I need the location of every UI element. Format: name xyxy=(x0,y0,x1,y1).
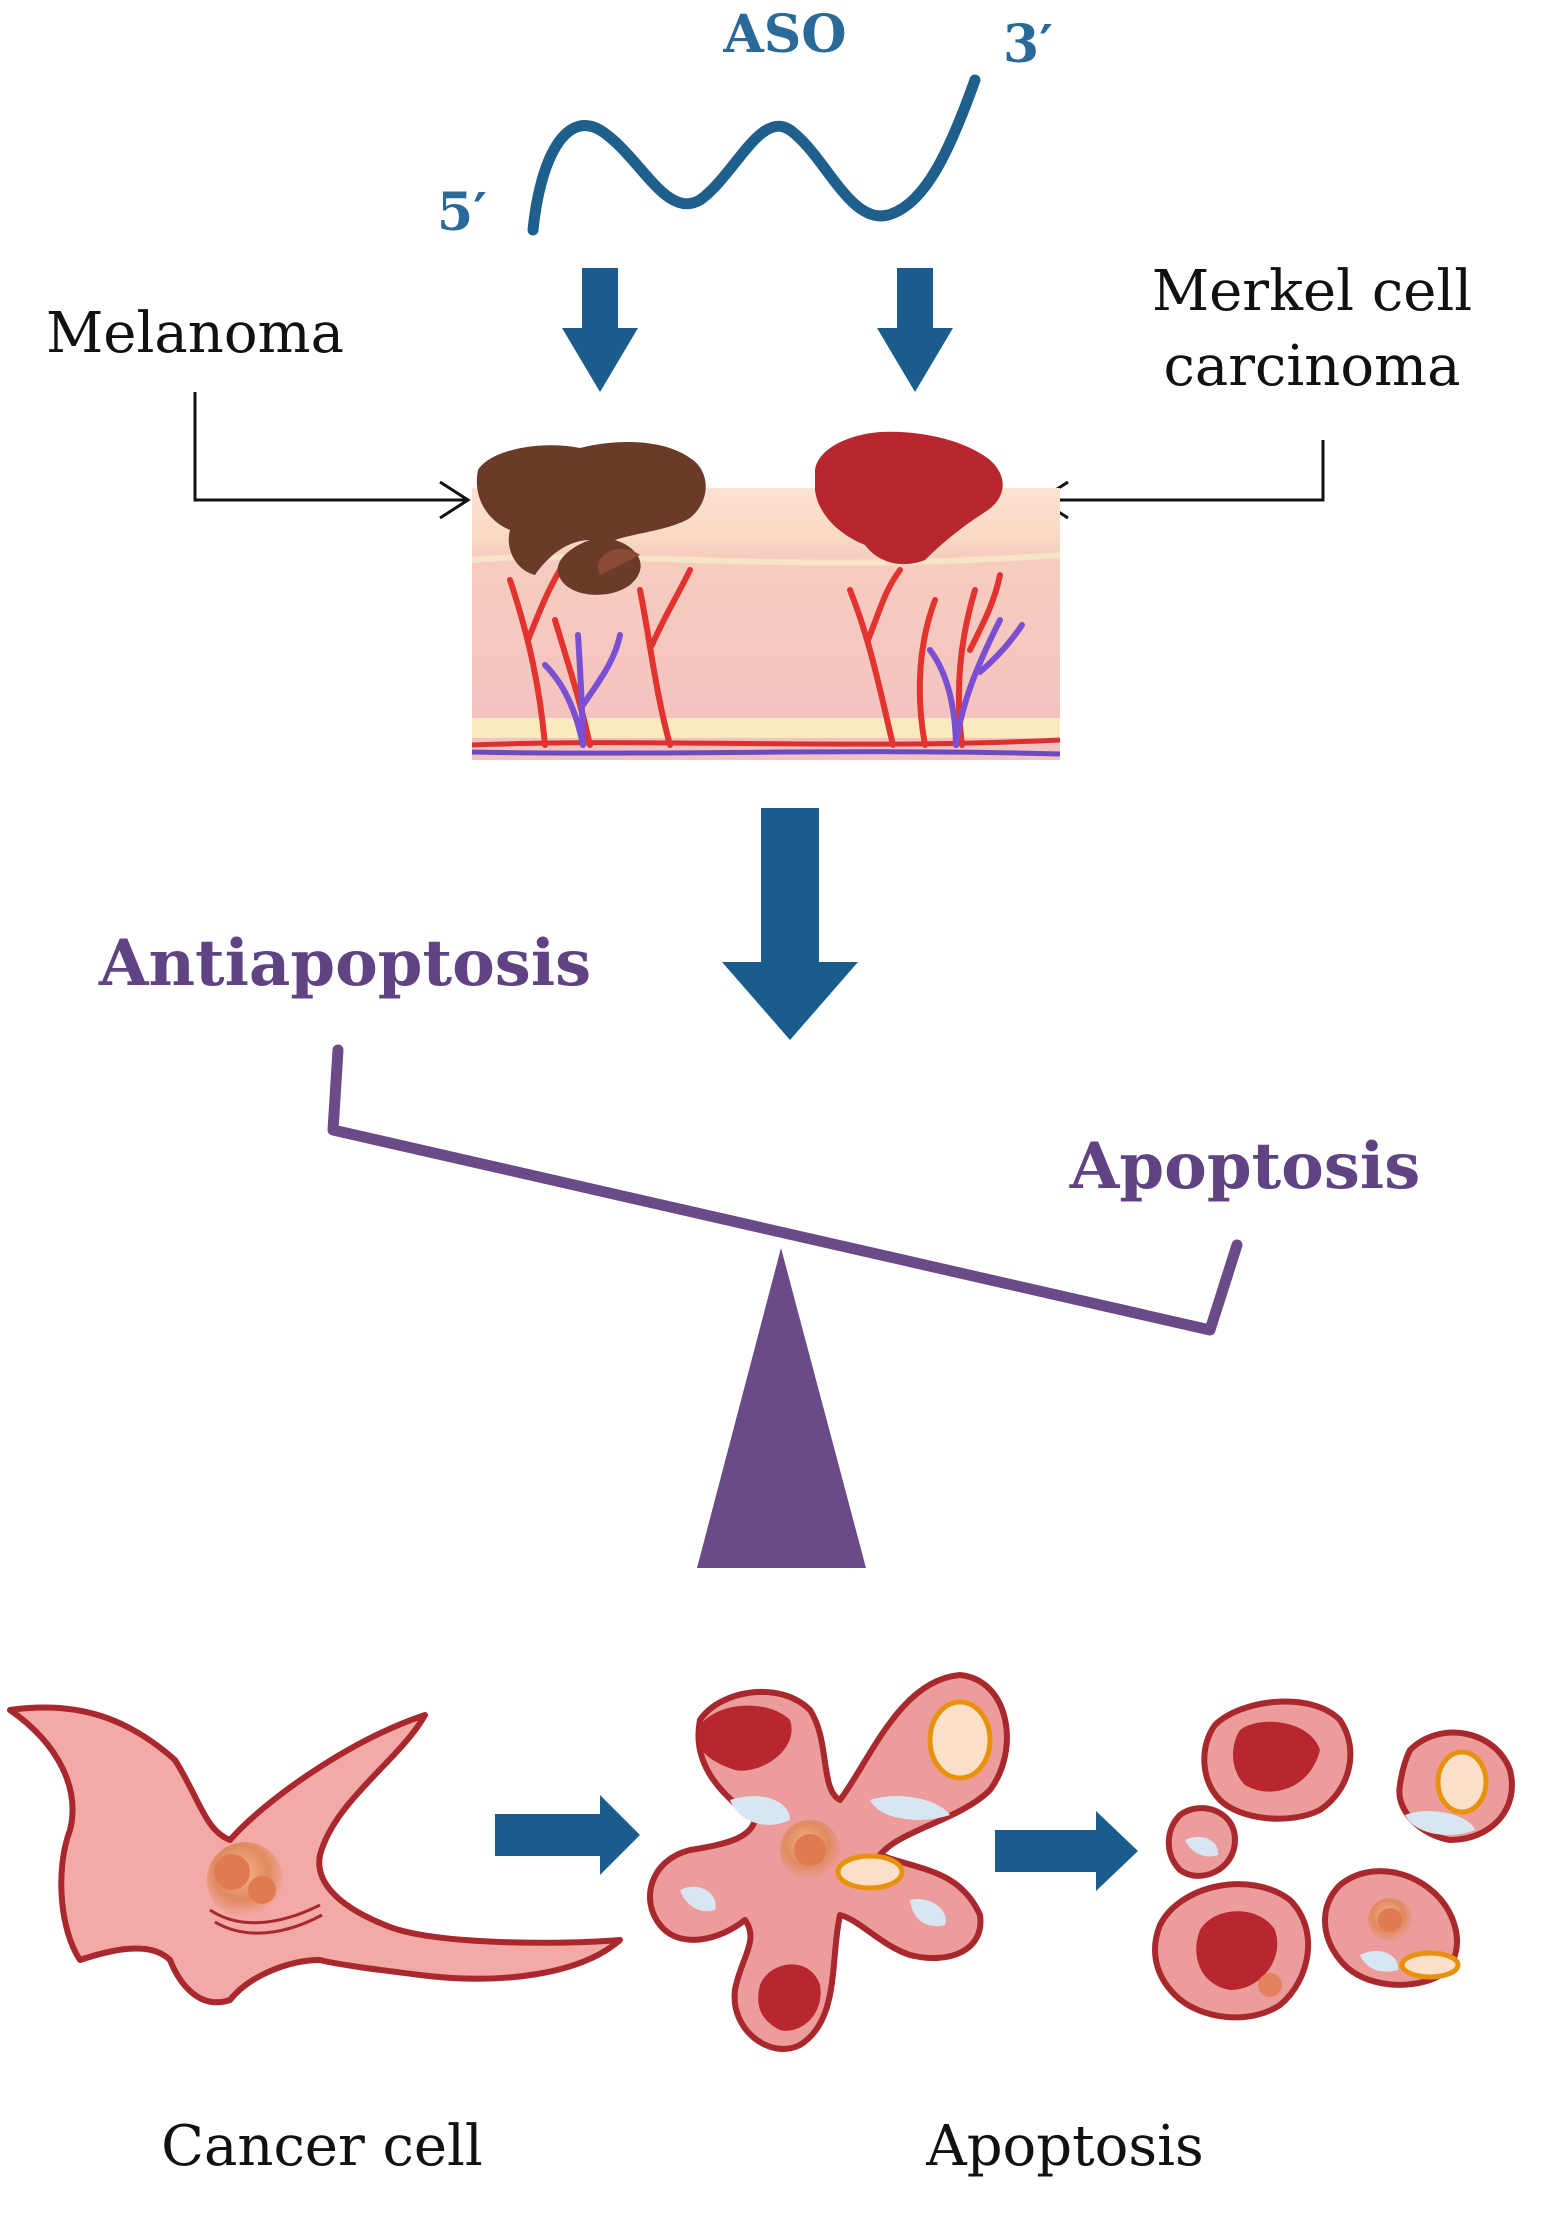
veins xyxy=(542,617,1025,748)
cell-arrow-1 xyxy=(495,1795,640,1875)
merkel-label-line2: carcinoma xyxy=(1163,334,1460,399)
melanoma-pointer-arrow xyxy=(193,392,471,520)
merkel-label-line1: Merkel cell xyxy=(1152,259,1472,324)
main-arrow-down xyxy=(722,808,858,1040)
skin-section xyxy=(471,431,1061,760)
merkel-tumor xyxy=(815,431,1003,565)
aso-arrow-right xyxy=(877,268,953,392)
blebbing-cell xyxy=(647,1672,1010,2052)
cancer-cell xyxy=(7,1704,623,2006)
apoptosis-cells-label: Apoptosis xyxy=(925,2114,1203,2179)
aso-3prime-label: 3′ xyxy=(1003,14,1053,75)
cell-arrow-2 xyxy=(995,1811,1138,1891)
balance-fulcrum xyxy=(697,1248,866,1568)
apoptosis-balance-label: Apoptosis xyxy=(1069,1129,1420,1204)
merkel-pointer-arrow xyxy=(1037,440,1325,520)
aso-arrow-left xyxy=(562,268,638,392)
aso-5prime-label: 5′ xyxy=(437,182,487,243)
aso-title: ASO xyxy=(722,4,846,65)
antiapoptosis-label: Antiapoptosis xyxy=(98,926,591,1001)
balance-beam xyxy=(327,1044,1243,1336)
melanoma-label: Melanoma xyxy=(46,301,344,366)
balance-scale xyxy=(327,1044,1243,1568)
melanoma-tumor xyxy=(476,442,706,595)
aso-strand xyxy=(527,74,981,236)
aso-wave xyxy=(527,74,981,236)
apoptotic-body-contents xyxy=(1185,1721,1489,1997)
cancer-cell-label: Cancer cell xyxy=(161,2114,483,2179)
